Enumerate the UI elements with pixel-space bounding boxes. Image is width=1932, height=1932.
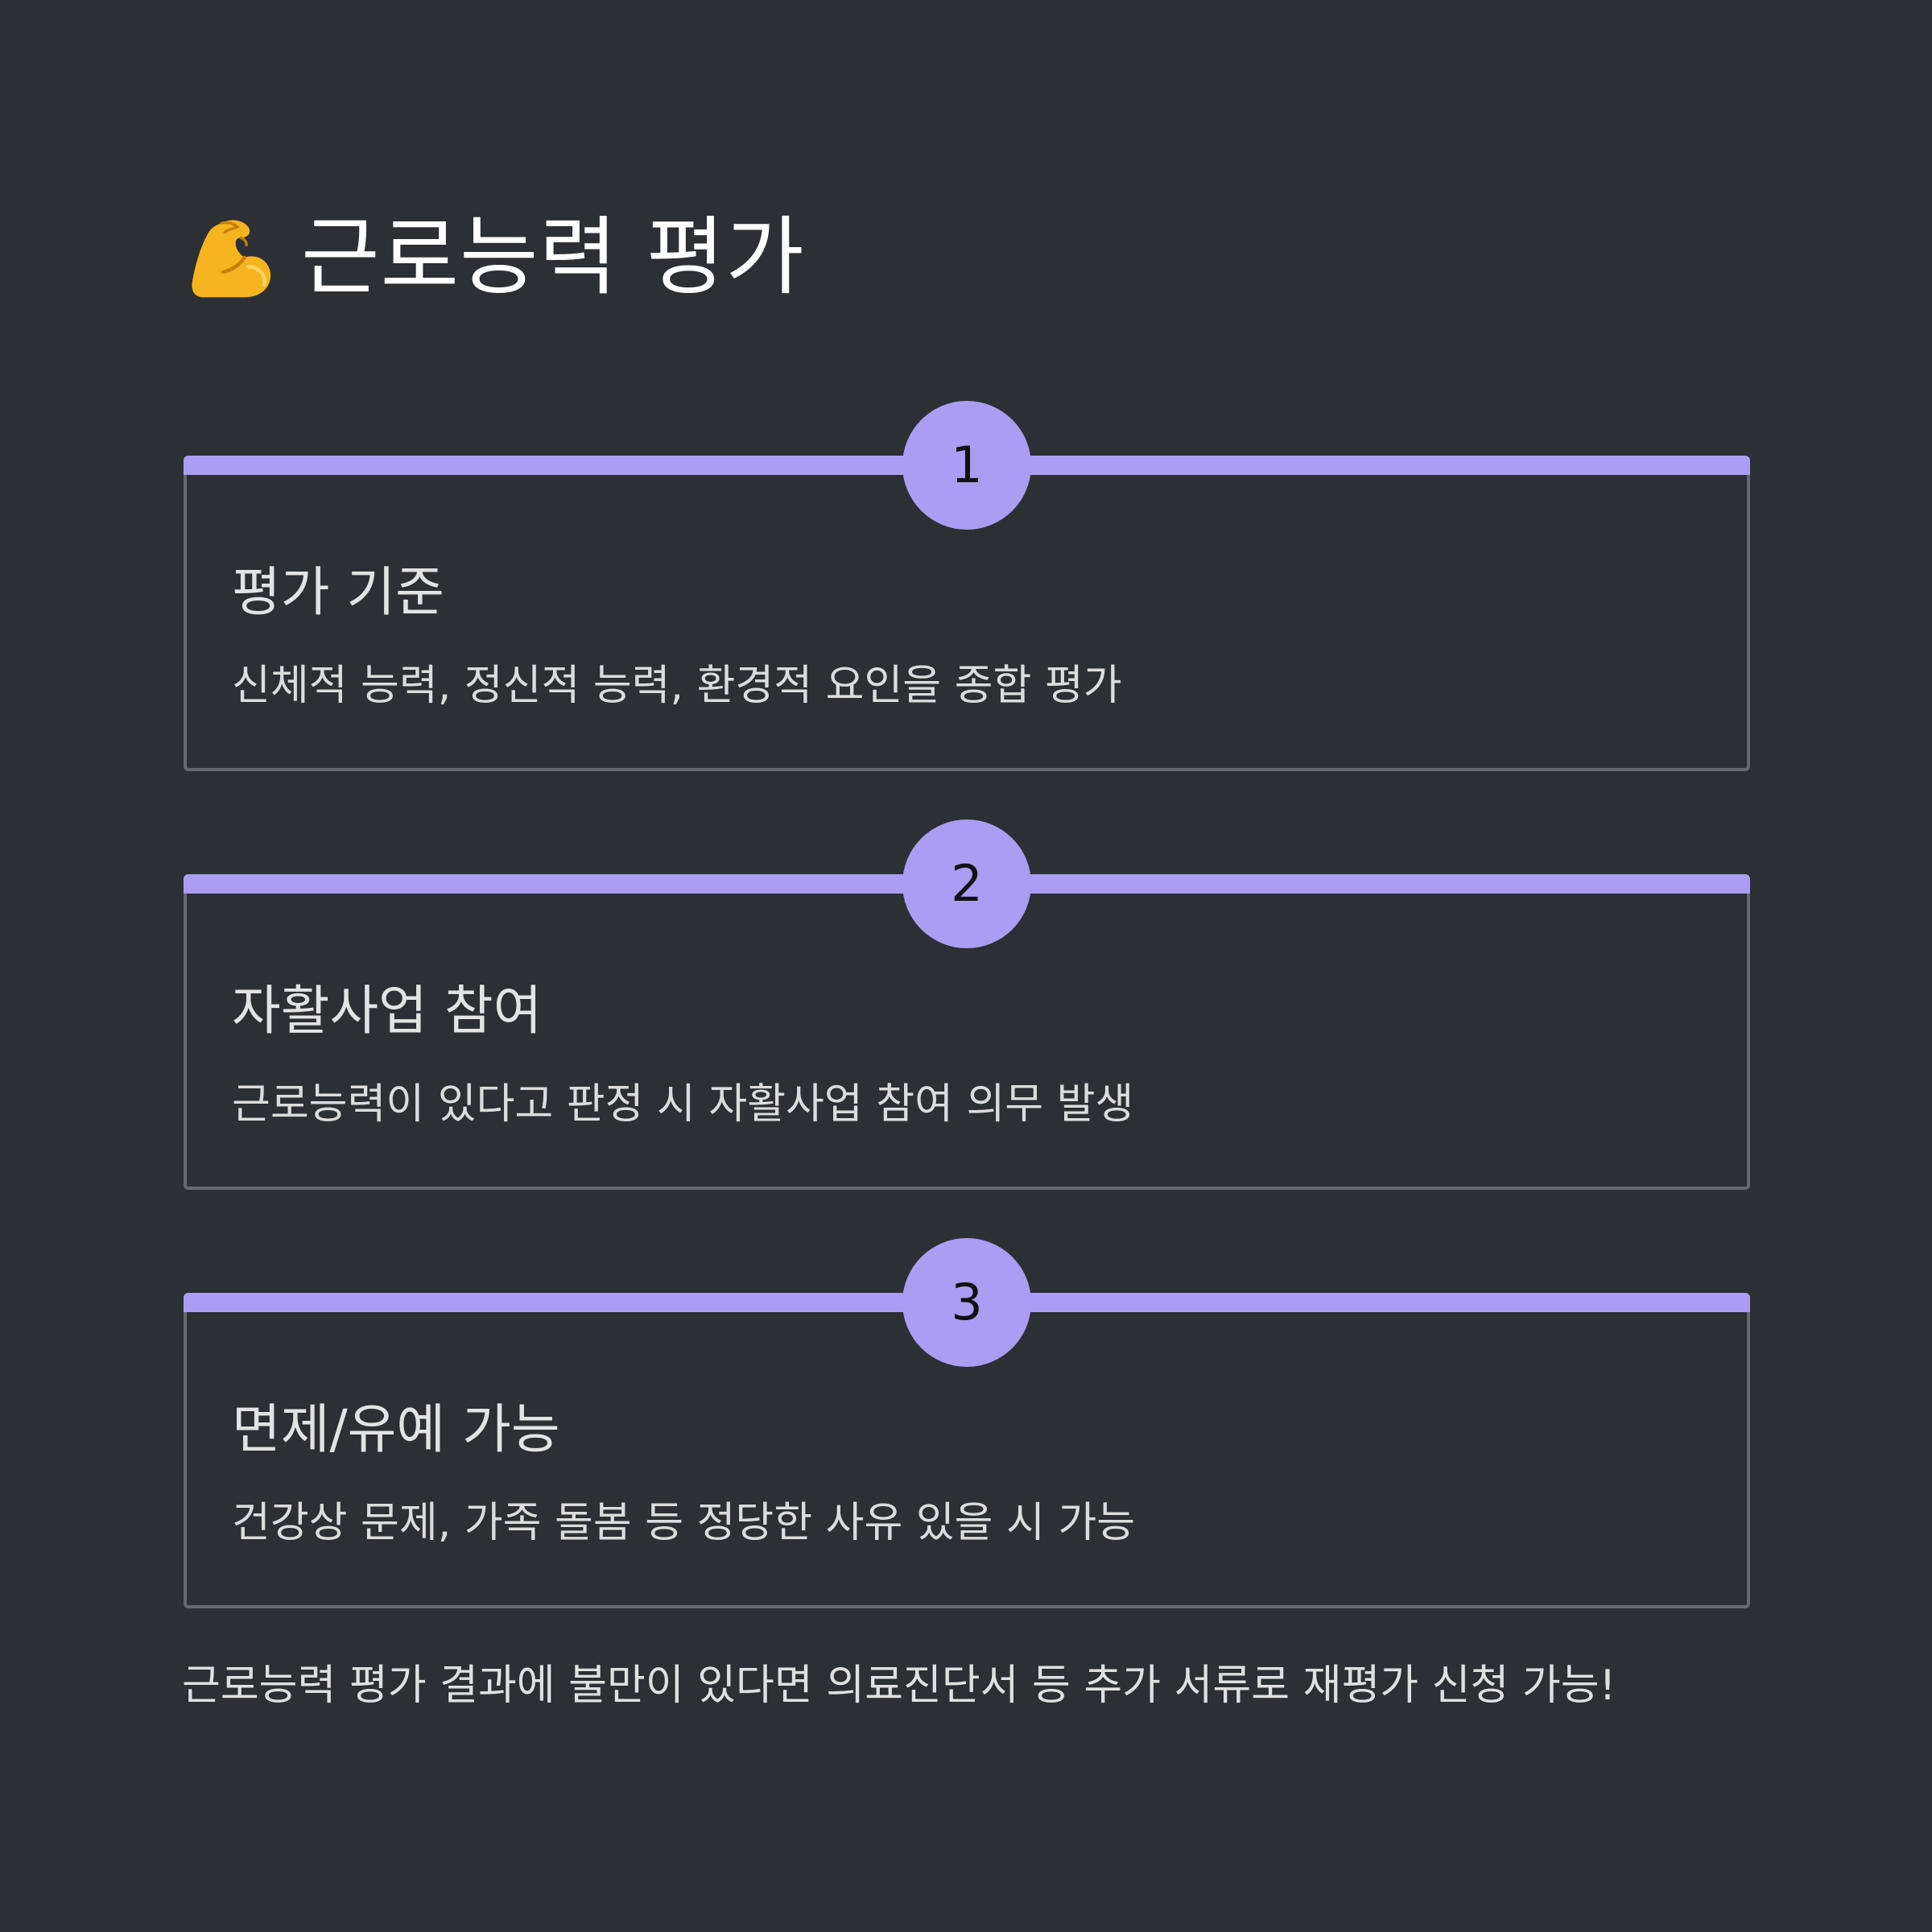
step-card-3: 3 면제/유예 가능 건강상 문제, 가족 돌봄 등 정당한 사유 있을 시 가… [184, 1238, 1750, 1608]
step-title: 면제/유예 가능 [232, 1398, 560, 1460]
step-title: 자활사업 참여 [232, 980, 543, 1042]
step-number-badge: 2 [902, 819, 1031, 948]
step-card-2: 2 자활사업 참여 근로능력이 있다고 판정 시 자활사업 참여 의무 발생 [184, 819, 1750, 1190]
footer-note: 근로능력 평가 결과에 불만이 있다면 의료진단서 등 추가 서류로 재평가 신… [182, 1662, 1616, 1710]
step-description: 건강상 문제, 가족 돌봄 등 정당한 사유 있을 시 가능 [232, 1499, 1136, 1547]
step-card-1: 1 평가 기준 신체적 능력, 정신적 능력, 환경적 요인을 종합 평가 [184, 401, 1750, 771]
step-description: 근로능력이 있다고 판정 시 자활사업 참여 의무 발생 [232, 1080, 1134, 1129]
step-description: 신체적 능력, 정신적 능력, 환경적 요인을 종합 평가 [232, 662, 1122, 710]
step-title: 평가 기준 [232, 561, 444, 623]
page-heading: 근로능력 평가 [185, 201, 805, 314]
step-number-badge: 1 [902, 401, 1031, 530]
page-title: 근로능력 평가 [301, 208, 805, 307]
step-number-badge: 3 [902, 1238, 1031, 1367]
flexed-biceps-icon [192, 220, 271, 298]
